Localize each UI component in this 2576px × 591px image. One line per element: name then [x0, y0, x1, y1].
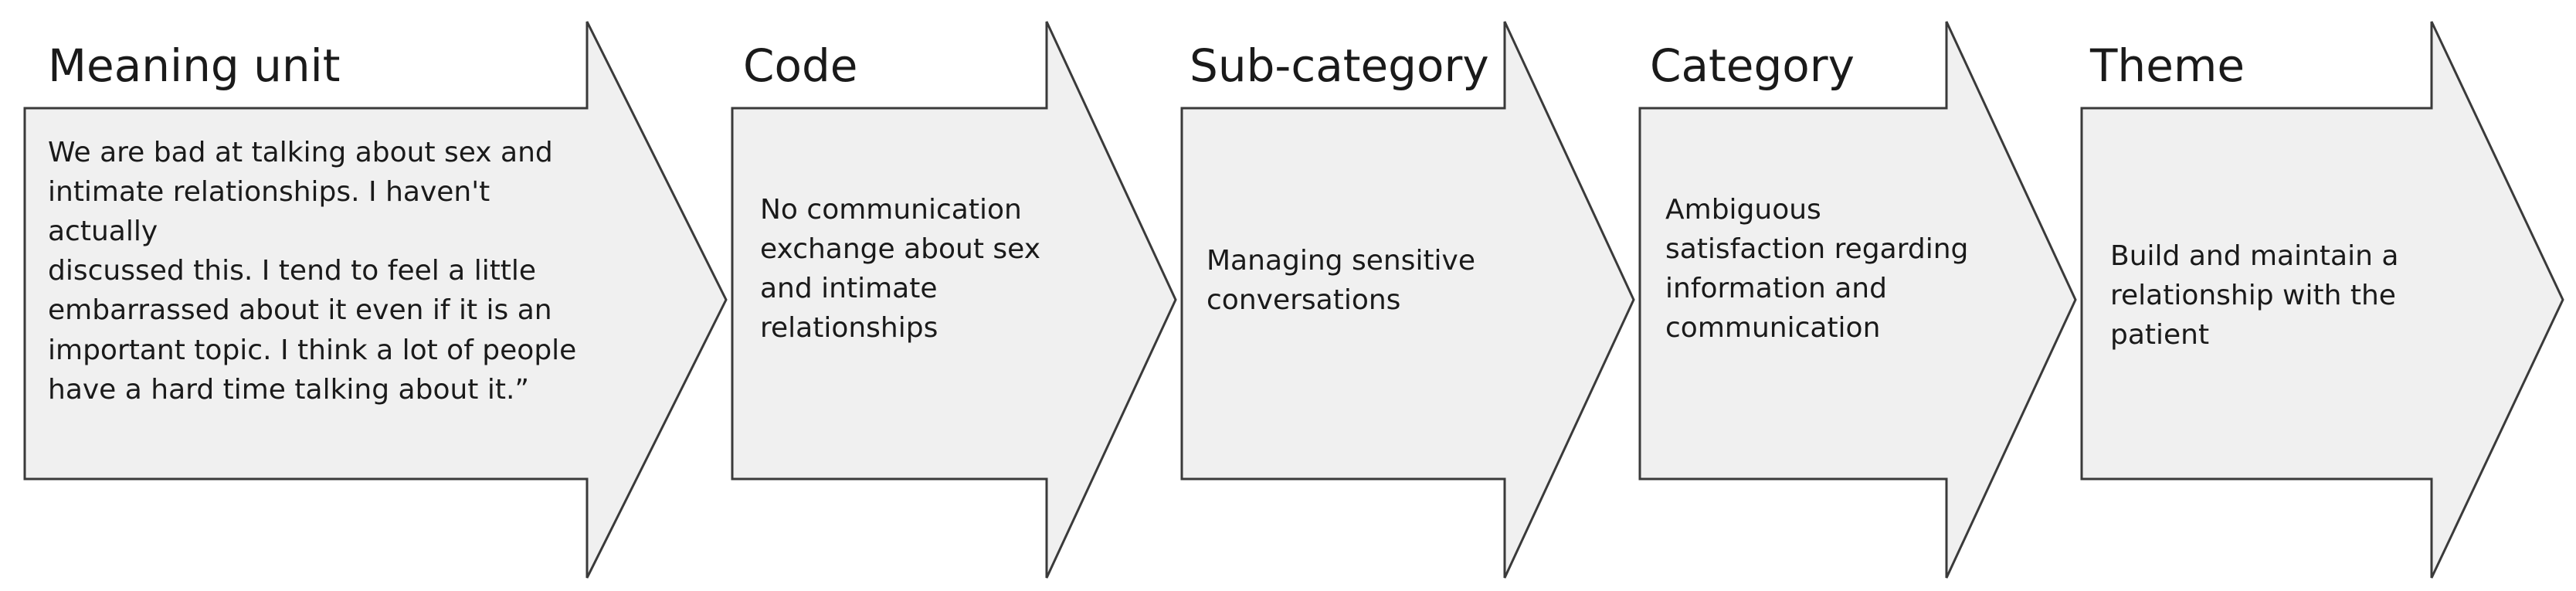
text-line: exchange about sex [760, 233, 1041, 266]
arrow-sub-category [1180, 21, 1635, 579]
arrow-theme [2080, 21, 2564, 579]
text-line: Build and maintain a [2110, 240, 2399, 272]
text-line: have a hard time talking about it.” [48, 373, 530, 406]
text-line: intimate relationships. I haven't actual… [48, 176, 490, 248]
arrow-code [731, 21, 1177, 579]
arrow-category [1638, 21, 2077, 579]
text-code: No communication exchange about sex and … [760, 190, 1069, 348]
heading-category: Category [1650, 39, 1855, 92]
text-line: We are bad at talking about sex and [48, 137, 553, 168]
text-line: patient [2110, 319, 2210, 352]
heading-code: Code [743, 39, 858, 92]
text-line: information and [1665, 273, 1887, 305]
text-line: relationships [760, 312, 938, 345]
text-category: Ambiguous satisfaction regarding informa… [1665, 190, 1990, 348]
text-line: embarrassed about it even if it is an [48, 294, 552, 327]
text-line: discussed this. I tend to feel a little [48, 255, 537, 287]
text-line: satisfaction regarding [1665, 233, 1969, 266]
text-line: Managing sensitive [1207, 245, 1476, 277]
text-line: important topic. I think a lot of people [48, 334, 577, 366]
heading-theme: Theme [2090, 39, 2245, 92]
text-line: relationship with the [2110, 280, 2396, 312]
heading-sub-category: Sub-category [1190, 39, 1489, 92]
text-line: communication [1665, 312, 1881, 345]
arrow-meaning-unit [23, 21, 728, 579]
text-meaning-unit: We are bad at talking about sex and inti… [48, 133, 589, 409]
text-line: Ambiguous [1665, 194, 1821, 226]
text-line: conversations [1207, 284, 1401, 317]
text-theme: Build and maintain a relationship with t… [2110, 236, 2442, 355]
text-line: No communication [760, 194, 1022, 226]
text-line: and intimate [760, 273, 938, 305]
text-sub-category: Managing sensitive conversations [1207, 241, 1531, 320]
heading-meaning-unit: Meaning unit [48, 39, 341, 92]
